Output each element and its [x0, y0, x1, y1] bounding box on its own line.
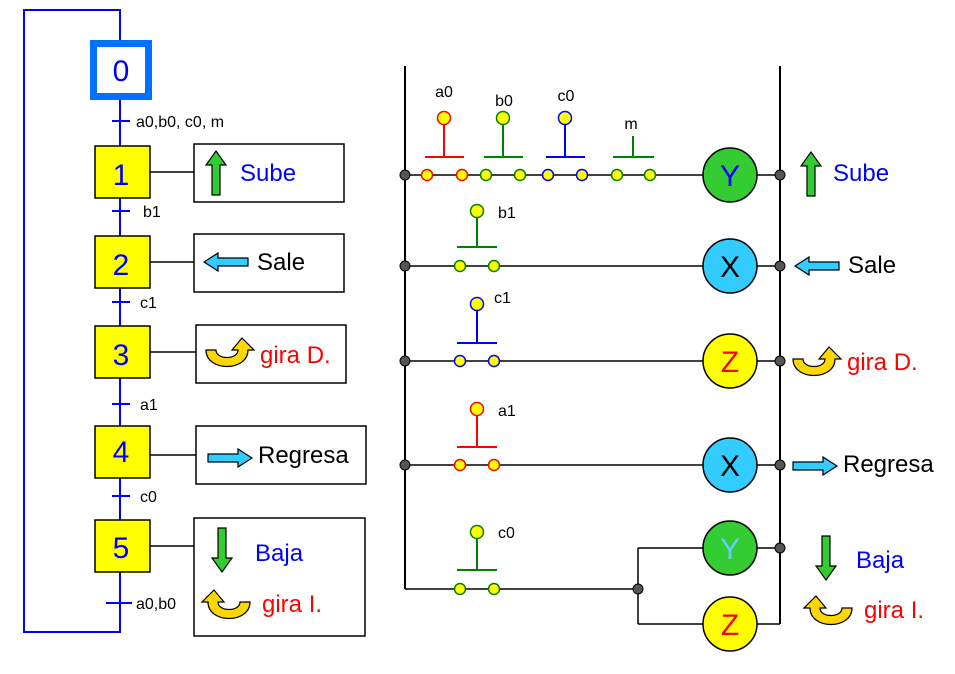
initial-step-number: 0: [113, 55, 130, 88]
contact-b0[interactable]: b0: [479, 93, 527, 182]
step-5[interactable]: 5: [94, 519, 151, 573]
action-2: Sale: [150, 233, 345, 293]
arrow-down-icon: [815, 535, 837, 581]
rung-2: b1 X Sale: [399, 203, 896, 294]
step-4[interactable]: 4: [94, 425, 151, 479]
contact-label: a0: [435, 84, 453, 101]
transition-3-4[interactable]: a1: [112, 397, 158, 414]
coil-label: Z: [721, 346, 739, 379]
action-label: Baja: [255, 540, 304, 567]
action-label-2: gira I.: [262, 591, 322, 618]
contact-label: c0: [558, 88, 575, 105]
coil-z[interactable]: Z: [702, 333, 758, 389]
action-label: Sube: [240, 160, 296, 187]
coil-label: Y: [720, 160, 740, 193]
step-number: 2: [113, 249, 130, 282]
coil-label: Y: [720, 533, 740, 566]
rung-action-label: gira D.: [847, 349, 918, 376]
contact-a1[interactable]: a1: [453, 401, 516, 472]
coil-y[interactable]: Y: [702, 147, 758, 203]
coil-x[interactable]: X: [702, 238, 758, 294]
contact-a0[interactable]: a0: [420, 84, 469, 182]
step-number: 4: [113, 436, 130, 469]
contact-label: m: [624, 116, 637, 133]
contact-b1[interactable]: b1: [453, 203, 516, 273]
transition-0-1[interactable]: a0,b0, c0, m: [112, 114, 224, 131]
action-label: Sale: [257, 249, 305, 276]
action-1: Sube: [150, 143, 345, 203]
rung-action-label: Sube: [833, 160, 889, 187]
rung-action-label: Sale: [848, 252, 896, 279]
rotate-clockwise-icon: [792, 346, 842, 377]
contact-label: c1: [494, 290, 511, 307]
action-4: Regresa: [150, 425, 367, 485]
contact-label: b1: [498, 205, 516, 222]
transition-label: a0,b0: [136, 596, 176, 613]
rung-5: c0 Y Z Baja gira I.: [405, 520, 924, 652]
contact-c0-rung5[interactable]: c0: [453, 524, 516, 596]
ladder: a0 b0 c0: [399, 66, 934, 652]
transition-label: b1: [143, 204, 161, 221]
action-label: Regresa: [258, 442, 349, 469]
transition-label: a0,b0, c0, m: [136, 114, 224, 131]
contact-label: b0: [495, 93, 513, 110]
return-loop-line: [23, 9, 121, 633]
coil-y-down[interactable]: Y: [702, 520, 758, 576]
action-3: gira D.: [150, 324, 347, 384]
transition-1-2[interactable]: b1: [112, 204, 161, 221]
arrow-left-icon: [794, 256, 840, 276]
step-number: 1: [113, 159, 130, 192]
rung-4: a1 X Regresa: [399, 401, 934, 493]
transition-2-3[interactable]: c1: [112, 295, 157, 312]
transition-label: a1: [140, 397, 158, 414]
contact-label: c0: [498, 525, 515, 542]
coil-z-left[interactable]: Z: [702, 596, 758, 652]
step-3[interactable]: 3: [94, 325, 151, 379]
grafcet: 0 1 2 3 4 5 a0,b0, c0, m b1: [23, 9, 367, 637]
transition-label: c0: [140, 489, 157, 506]
contact-label: a1: [498, 403, 516, 420]
rung-action-label-2: gira I.: [864, 597, 924, 624]
rung-1: a0 b0 c0: [399, 84, 889, 203]
transition-5-0[interactable]: a0,b0: [106, 596, 176, 613]
coil-label: X: [720, 251, 740, 284]
coil-label: Z: [721, 609, 739, 642]
transition-4-5[interactable]: c0: [112, 489, 157, 506]
step-2[interactable]: 2: [94, 235, 151, 289]
rotate-counterclockwise-icon: [803, 595, 853, 626]
action-5: Baja gira I.: [150, 517, 366, 637]
step-number: 3: [113, 339, 130, 372]
contact-c0[interactable]: c0: [541, 88, 589, 182]
contact-m[interactable]: m: [610, 116, 657, 182]
rung-action-label: Baja: [856, 547, 905, 574]
coil-label: X: [720, 450, 740, 483]
arrow-right-icon: [792, 456, 838, 476]
rung-3: c1 Z gira D.: [399, 290, 918, 389]
step-number: 5: [113, 532, 130, 565]
arrow-up-icon: [800, 151, 822, 197]
contact-c1[interactable]: c1: [453, 290, 512, 368]
step-1[interactable]: 1: [94, 145, 151, 199]
initial-step-0[interactable]: 0: [90, 40, 152, 100]
action-label: gira D.: [260, 342, 331, 369]
coil-x-return[interactable]: X: [702, 437, 758, 493]
transition-label: c1: [140, 295, 157, 312]
rung-action-label: Regresa: [843, 451, 934, 478]
